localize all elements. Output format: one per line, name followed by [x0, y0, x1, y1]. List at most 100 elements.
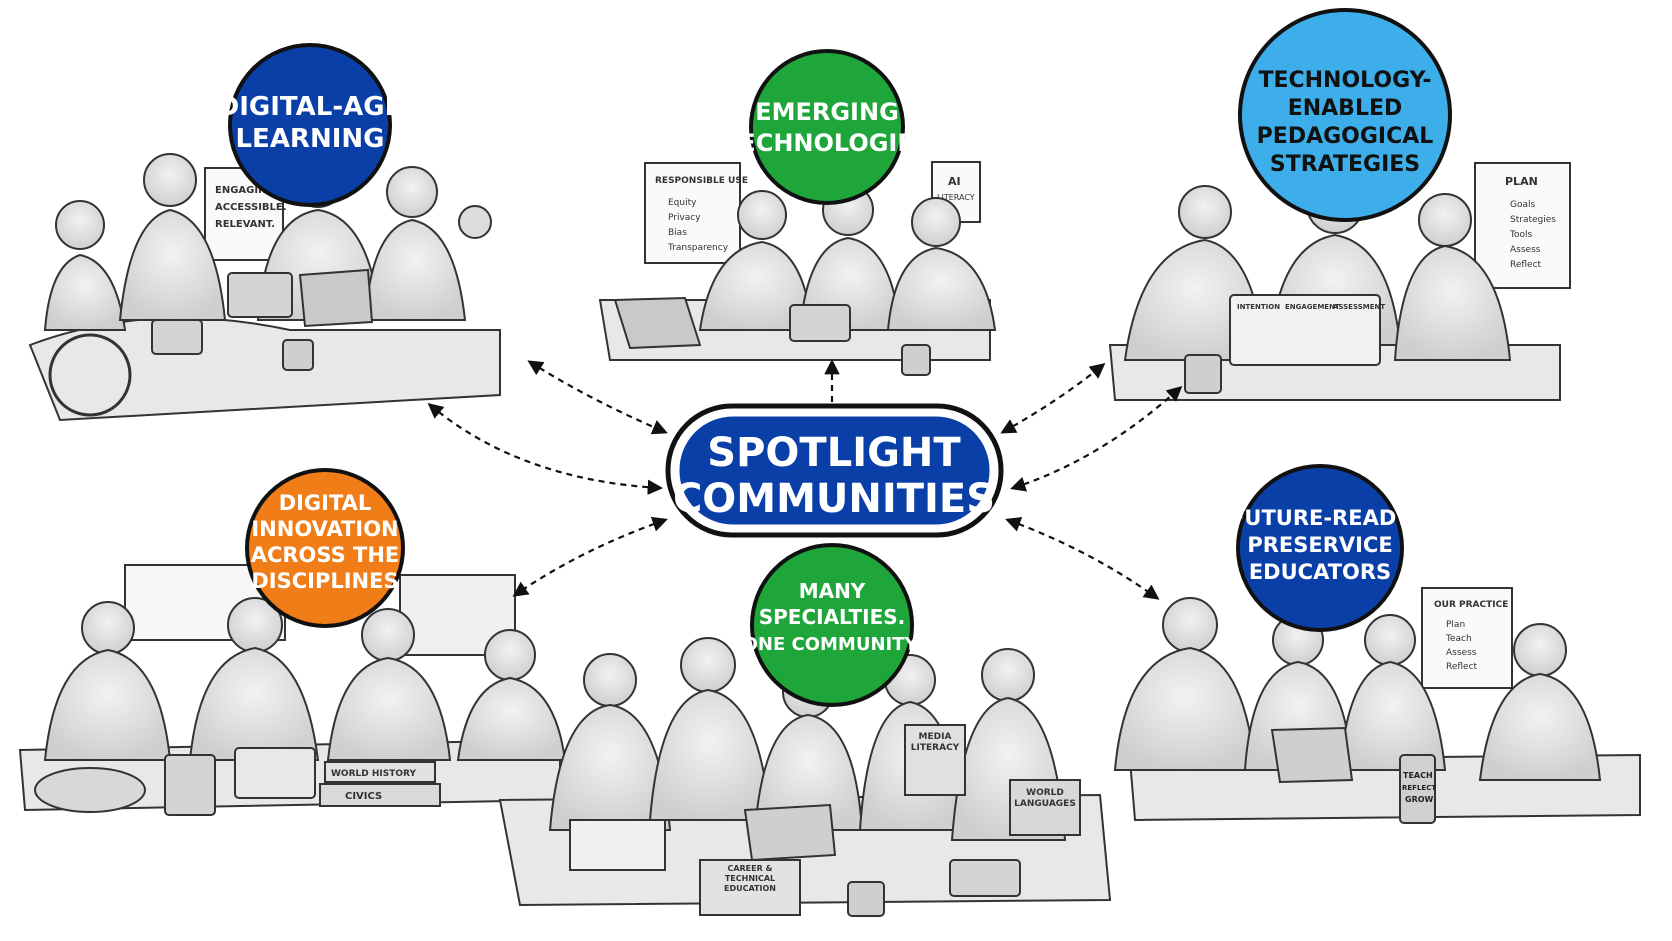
person [548, 653, 672, 831]
career-technical-education-book [699, 859, 801, 916]
cup-line-3: GROW [1405, 795, 1434, 804]
person [698, 190, 814, 331]
mug-icon [282, 339, 314, 371]
board-line-2: ACCESSIBLE. [215, 202, 287, 213]
plan-title: PLAN [1505, 175, 1538, 188]
tablet-icon [789, 304, 851, 342]
connector-arrow [1010, 385, 1183, 492]
laptop-icon [298, 268, 374, 328]
person [648, 637, 772, 821]
person [363, 166, 467, 321]
badge-line: DISCIPLINES [251, 569, 398, 593]
badge-line: ACROSS THE [251, 543, 400, 567]
badge-future-ready-preservice-educators: FUTURE-READY PRESERVICE EDUCATORS [1230, 464, 1411, 632]
badge-circle [228, 43, 392, 207]
badge-line: SPECIALTIES. [759, 605, 906, 629]
laptop-icon [1270, 726, 1354, 784]
cup-line-1: TEACH [1403, 771, 1433, 780]
board-line-1: ENGAGING. [215, 185, 278, 196]
center-hub: SPOTLIGHT COMMUNITIES [665, 403, 1004, 538]
responsible-use-board [644, 162, 741, 264]
sign-line-2: LITERACY [937, 193, 975, 202]
pencil-cup-icon [847, 881, 885, 917]
tablet-icon [151, 319, 203, 355]
board-item: Transparency [667, 243, 729, 253]
scene-digital-innovation: WORLD HISTORY CIVICS [18, 564, 567, 816]
tablet-icon [164, 754, 216, 816]
badge-line: TECHNOLOGIES [723, 129, 931, 157]
person [43, 200, 127, 331]
scene-pedagogical-strategies: PLAN Goals Strategies Tools Assess Refle… [1108, 162, 1571, 401]
book [324, 761, 436, 783]
connector-arrow [1000, 363, 1106, 434]
book [319, 783, 441, 807]
person [1113, 597, 1257, 771]
badge-line: EDUCATORS [1249, 560, 1391, 584]
scene-future-ready: OUR PRACTICE Plan Teach Assess Reflect T… [1113, 587, 1641, 824]
person [43, 601, 172, 761]
person [1478, 623, 1602, 781]
badge-line: ENABLED [1288, 96, 1403, 121]
mug-icon [901, 344, 931, 376]
connector-arrows [427, 358, 1183, 600]
plan-item: Reflect [1510, 260, 1542, 270]
badge-circle [749, 49, 905, 205]
person [456, 629, 567, 761]
person [188, 597, 320, 761]
laptop-icon [1229, 294, 1381, 366]
board-item: Bias [668, 228, 687, 238]
laptop-tab: ENGAGEMENT [1285, 303, 1340, 311]
travel-cup [1399, 754, 1436, 824]
badge-line: ONE COMMUNITY. [743, 634, 922, 655]
badge-line: EMERGING [755, 98, 899, 126]
plan-item: Assess [1510, 245, 1541, 255]
badge-circle [1238, 8, 1452, 222]
badge-line: DIGITAL [279, 491, 372, 515]
book-title: CIVICS [345, 791, 382, 802]
practice-item: Plan [1446, 620, 1465, 630]
book-title: MEDIA LITERACY [910, 732, 960, 753]
badge-circle [750, 543, 914, 707]
plan-item: Goals [1510, 200, 1535, 210]
practice-title: OUR PRACTICE [1434, 600, 1508, 610]
badge-emerging-technologies: EMERGING TECHNOLOGIES [723, 49, 931, 205]
pencil-cup-icon [1184, 354, 1222, 394]
table [28, 317, 501, 422]
badge-digital-age-learning: DIGITAL-AGE LEARNING [218, 43, 402, 207]
badge-line: STRATEGIES [1270, 152, 1420, 177]
connector-arrow [527, 360, 668, 435]
badge-line: MANY [799, 579, 866, 603]
badge-line: FUTURE-READY [1230, 506, 1411, 530]
person [326, 608, 452, 761]
media-literacy-book [904, 724, 966, 796]
badge-circle [1236, 464, 1404, 632]
badge-line: INNOVATION [251, 517, 398, 541]
tablet-icon [234, 747, 316, 799]
book-title: WORLD LANGUAGES [1014, 788, 1076, 809]
board-item: Equity [668, 198, 697, 208]
practice-item: Teach [1445, 634, 1472, 644]
badge-line: TECHNOLOGY- [1258, 68, 1431, 93]
plan-item: Tools [1509, 230, 1532, 240]
world-languages-book [1009, 779, 1081, 836]
laptop-tab: INTENTION [1237, 303, 1280, 311]
person [886, 197, 997, 331]
badge-technology-enabled-pedagogical-strategies: TECHNOLOGY- ENABLED PEDAGOGICAL STRATEGI… [1238, 8, 1452, 222]
badge-line: PEDAGOGICAL [1257, 124, 1434, 149]
wheelchair-icon [48, 333, 132, 417]
book-title: WORLD HISTORY [331, 769, 416, 779]
badge-circle [245, 468, 405, 628]
cup-line-2: REFLECT [1402, 784, 1436, 792]
person [118, 153, 227, 321]
plan-board [1474, 162, 1571, 289]
connector-arrow [427, 403, 664, 495]
badge-line: LEARNING [235, 124, 384, 154]
badge-line: PRESERVICE [1247, 533, 1392, 557]
person [1338, 614, 1447, 771]
sign-line-1: AI [948, 175, 961, 188]
center-pill [676, 413, 993, 528]
laptop-tab: ASSESSMENT [1333, 303, 1385, 311]
our-practice-board [1421, 587, 1513, 689]
connector-arrow [1005, 517, 1160, 600]
